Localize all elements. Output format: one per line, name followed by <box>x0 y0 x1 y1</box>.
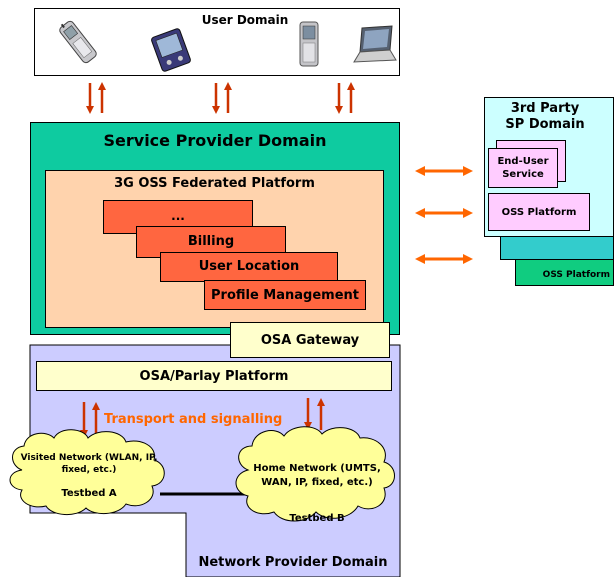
mobile-phone-icon <box>59 20 97 64</box>
visited-network-testbed: Testbed A <box>61 488 117 499</box>
network-provider-domain-label: Network Provider Domain <box>198 555 388 570</box>
visited-network-cloud <box>9 429 165 515</box>
pda-icon <box>151 28 191 72</box>
third-party-back-label: OSS Platform <box>542 270 610 280</box>
home-network-label: Home Network (UMTS, WAN, IP, fixed, etc.… <box>253 463 381 488</box>
oss-federated-platform-title: 3G OSS Federated Platform <box>114 176 315 191</box>
user-domain-title: User Domain <box>201 13 289 27</box>
osa-gateway: OSA Gateway <box>230 322 390 358</box>
laptop-icon <box>353 25 397 63</box>
stack-item-user-location: User Location <box>160 252 338 282</box>
home-network-cloud <box>235 426 395 522</box>
end-user-service: End-User Service <box>488 148 558 188</box>
home-network-testbed: Testbed B <box>289 513 345 524</box>
user-domain <box>34 8 400 76</box>
oss-platform-card: OSS Platform <box>488 193 590 231</box>
transport-signalling-label: Transport and signalling <box>104 412 283 427</box>
visited-network-label: Visited Network (WLAN, IP, fixed, etc.) <box>20 453 158 475</box>
smartphone-icon <box>299 21 319 67</box>
third-party-title: 3rd Party SP Domain <box>505 101 585 132</box>
service-provider-domain-title: Service Provider Domain <box>103 131 327 150</box>
osa-parlay-platform: OSA/Parlay Platform <box>36 361 392 391</box>
stack-item-profile-management: Profile Management <box>204 280 366 310</box>
